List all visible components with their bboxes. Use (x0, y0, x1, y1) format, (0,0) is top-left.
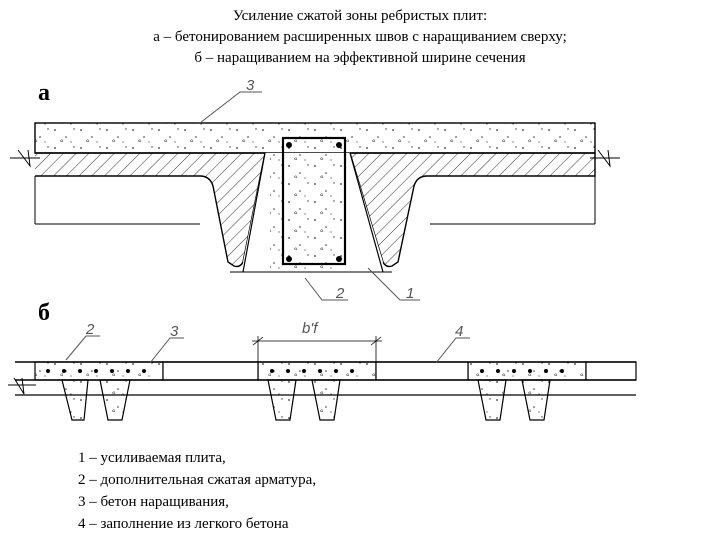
title-line-3: б – наращиванием на эффективной ширине с… (194, 50, 526, 66)
slide-title: Усиление сжатой зоны ребристых плит: а –… (0, 6, 720, 69)
legend-item-3: 3 – бетон наращивания, (78, 494, 229, 510)
rebar-bottom-right (336, 256, 342, 262)
figure-a: 3 2 1 (10, 77, 620, 302)
break-mark-right-a (590, 149, 620, 168)
rebar-top-right (336, 142, 342, 148)
reinforcement-cage-a (281, 136, 347, 266)
callout-3-b: 3 (170, 323, 179, 340)
figure-b-letter: б (38, 300, 50, 326)
slab-right-a (349, 152, 596, 268)
break-mark-left-a (10, 149, 40, 168)
callout-2-a: 2 (335, 285, 345, 302)
legend: 1 – усиливаемая плита, 2 – дополнительна… (78, 447, 316, 535)
legend-item-4: 4 – заполнение из легкого бетона (78, 516, 289, 532)
callout-4-b: 4 (455, 323, 463, 340)
figure-a-letter: а (38, 80, 50, 106)
legend-item-2: 2 – дополнительная сжатая арматура, (78, 472, 317, 488)
title-line-2: а – бетонированием расширенных швов с на… (153, 29, 567, 45)
rebar-bottom-left (286, 256, 292, 262)
light-concrete-filling-1 (162, 361, 259, 381)
dimension-bf: b'f (302, 320, 319, 337)
legend-item-1: 1 – усиливаемая плита, (78, 450, 226, 466)
callout-3-a: 3 (246, 77, 255, 94)
callout-1-a: 1 (406, 285, 414, 302)
callout-2-b: 2 (85, 321, 95, 338)
light-concrete-filling-2 (375, 361, 469, 381)
title-line-1: Усиление сжатой зоны ребристых плит: (232, 8, 488, 24)
slab-left-a (35, 152, 266, 268)
rebar-top-left (286, 142, 292, 148)
figure-b: b'f 2 3 4 (8, 320, 637, 421)
